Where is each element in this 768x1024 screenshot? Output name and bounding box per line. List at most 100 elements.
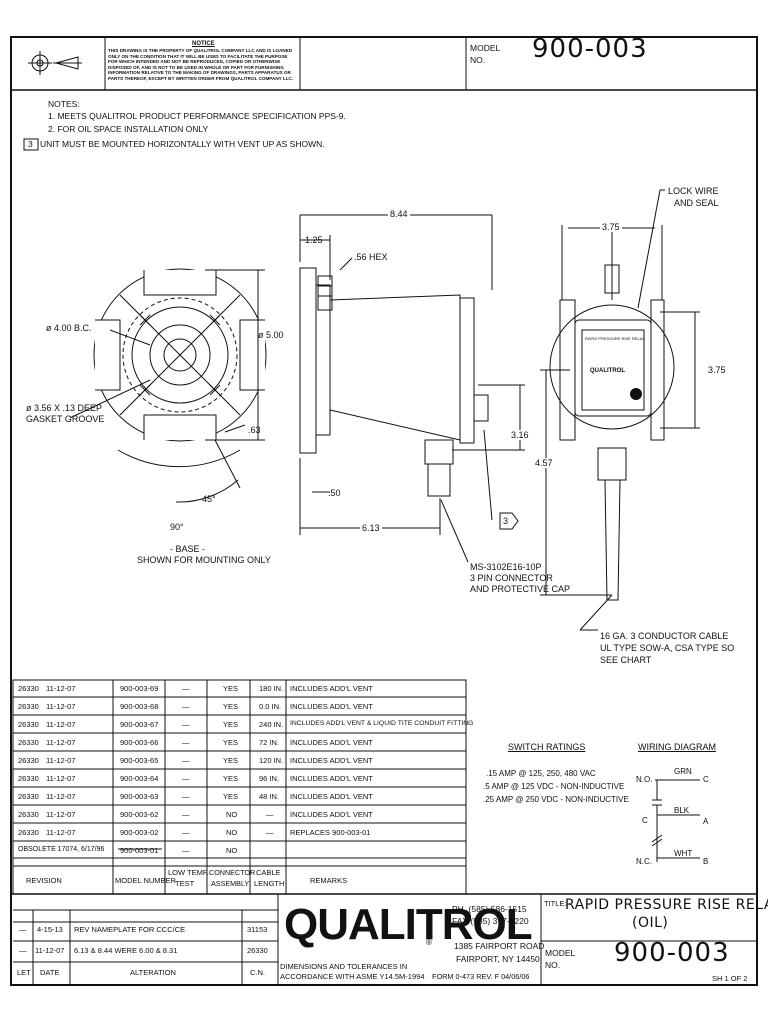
cell-remarks: INCLUDES ADD'L VENT — [290, 702, 373, 711]
table-row: 26330 11-12-07 900-003-02 — NO — REPLACE… — [14, 825, 466, 842]
notes-heading: NOTES: — [48, 99, 80, 109]
header-low-temp-2: TEST — [175, 879, 195, 888]
angle-45-label: 45° — [202, 494, 216, 504]
cell-length: — — [266, 810, 274, 819]
tb-model-no-label: NO. — [545, 960, 561, 970]
cell-cn: 26330 — [18, 792, 39, 801]
bolt-circle-label: ø 4.00 B.C. — [46, 323, 92, 333]
rev-header-alteration: ALTERATION — [130, 968, 176, 977]
header-model-number: MODEL NUMBER — [115, 876, 176, 885]
connector-label-1: MS-3102E16-10P — [470, 562, 542, 572]
cell-cn: 26330 — [18, 684, 39, 693]
cell-length: — — [266, 828, 274, 837]
note-2: 2. FOR OIL SPACE INSTALLATION ONLY — [48, 124, 209, 134]
rev-2-let: — — [19, 946, 27, 955]
switch-rating-3: .25 AMP @ 250 VDC - NON-INDUCTIVE — [483, 795, 629, 804]
model-no-label: NO. — [470, 55, 486, 65]
tb-model-number: 900-003 — [614, 938, 730, 968]
cell-remarks: INCLUDES ADD'L VENT — [290, 810, 373, 819]
flange-dim-label: 1.25 — [305, 235, 323, 245]
cell-cn: 26330 — [18, 810, 39, 819]
connector-label-3: AND PROTECTIVE CAP — [470, 584, 571, 594]
cell-cn: 26330 — [18, 774, 39, 783]
cell-length: 120 IN. — [259, 756, 284, 765]
switch-rating-1: .15 AMP @ 125, 250, 480 VAC — [486, 769, 596, 778]
cell-connector: NO — [226, 828, 238, 837]
cell-model: 900-003-01 — [120, 846, 159, 855]
wiring-term-c: C — [703, 775, 709, 784]
table-row: 26330 11-12-07 900-003-69 — YES 180 IN. … — [14, 681, 466, 698]
tb-model-label: MODEL — [545, 948, 576, 958]
wiring-title: WIRING DIAGRAM — [638, 742, 716, 752]
wiring-term-a: A — [703, 817, 709, 826]
switch-ratings-title: SWITCH RATINGS — [508, 742, 586, 752]
svg-text:QUALITROL: QUALITROL — [590, 368, 625, 374]
tolerance-line-2: ACCORDANCE WITH ASME Y14.5M-1994 — [280, 972, 425, 981]
cell-date: 11-12-07 — [46, 810, 76, 819]
wiring-nc-label: N.C. — [636, 857, 652, 866]
cell-date: 11-12-07 — [46, 720, 76, 729]
side-flag-3: 3 — [503, 516, 509, 526]
cell-low-temp: — — [182, 720, 190, 729]
cell-model: 900-003-67 — [120, 720, 159, 729]
end-view-drawing — [540, 189, 700, 631]
cell-date: 11-12-07 — [46, 792, 76, 801]
cell-remarks: REPLACES 900-003-01 — [290, 828, 371, 837]
address-2: FAIRPORT, NY 14450 — [456, 954, 540, 964]
connector-label-2: 3 PIN CONNECTOR — [470, 573, 553, 583]
cell-model: 900-003-65 — [120, 756, 159, 765]
cell-model: 900-003-63 — [120, 792, 159, 801]
form-number: FORM 0-473 REV. F 04/06/06 — [432, 972, 530, 981]
cell-low-temp: — — [182, 828, 190, 837]
wiring-c-label: C — [642, 816, 648, 825]
table-row: 26330 11-12-07 900-003-65 — YES 120 IN. … — [14, 753, 466, 770]
rev-1-cn: 31153 — [247, 925, 268, 934]
qualitrol-logo: QUALITROL — [284, 900, 533, 949]
lock-wire-label-1: LOCK WIRE — [668, 186, 719, 196]
base-caption-2: SHOWN FOR MOUNTING ONLY — [137, 555, 271, 565]
rev-header-cn: C.N. — [250, 968, 265, 977]
sheet-border — [10, 36, 758, 986]
cell-connector: YES — [223, 738, 239, 747]
gasket-label-2: GASKET GROOVE — [26, 414, 105, 424]
end-width-label: 3.75 — [600, 222, 622, 232]
model-label: MODEL — [470, 43, 501, 53]
table-row: 26330 11-12-07 900-003-66 — YES 72 IN. I… — [14, 735, 466, 752]
projection-symbol-icon — [28, 51, 82, 75]
cell-low-temp: — — [182, 738, 190, 747]
drawing-title-1: RAPID PRESSURE RISE RELAY — [565, 897, 768, 913]
table-row-obsolete: OBSOLETE 17074, 6/17/96 900-003-01 — NO — [14, 843, 466, 860]
cell-date: 11-12-07 — [46, 702, 76, 711]
switch-rating-2: .5 AMP @ 125 VDC - NON-INDUCTIVE — [483, 782, 625, 791]
wiring-wht-label: WHT — [674, 849, 693, 858]
angle-90-label: 90° — [170, 522, 184, 532]
rev-header-date: DATE — [40, 968, 60, 977]
title-block-grid — [11, 893, 757, 985]
cell-remarks: INCLUDES ADD'L VENT — [290, 774, 373, 783]
wiring-term-b: B — [703, 857, 709, 866]
cable-label-1: 16 GA. 3 CONDUCTOR CABLE — [600, 631, 729, 641]
length-613-label: 6.13 — [360, 523, 382, 533]
table-row: 26330 11-12-07 900-003-67 — YES 240 IN. … — [14, 717, 473, 734]
note-1: 1. MEETS QUALITROL PRODUCT PERFORMANCE S… — [48, 111, 346, 121]
cell-low-temp: — — [182, 702, 190, 711]
cell-low-temp: — — [182, 774, 190, 783]
header-connector-1: CONNECTOR — [209, 868, 256, 877]
cell-cn: 26330 — [18, 702, 39, 711]
header-cable-1: CABLE — [256, 868, 281, 877]
cell-model: 900-003-62 — [120, 810, 159, 819]
table-row: 26330 11-12-07 900-003-62 — NO — INCLUDE… — [14, 807, 466, 824]
cell-low-temp: — — [182, 792, 190, 801]
cell-date: 11-12-07 — [46, 774, 76, 783]
rev-header-let: LET — [17, 968, 31, 977]
cell-cn: 26330 — [18, 738, 39, 747]
phone: PH. (585) 586-1515 — [452, 904, 527, 914]
cell-connector: YES — [223, 756, 239, 765]
rev-2-date: 11-12-07 — [35, 946, 65, 955]
cell-cn: 26330 — [18, 756, 39, 765]
cell-remarks: INCLUDES ADD'L VENT — [290, 684, 373, 693]
svg-text:RAPID PRESSURE RISE RELAY: RAPID PRESSURE RISE RELAY — [585, 336, 645, 341]
cell-date: 11-12-07 — [46, 684, 76, 693]
